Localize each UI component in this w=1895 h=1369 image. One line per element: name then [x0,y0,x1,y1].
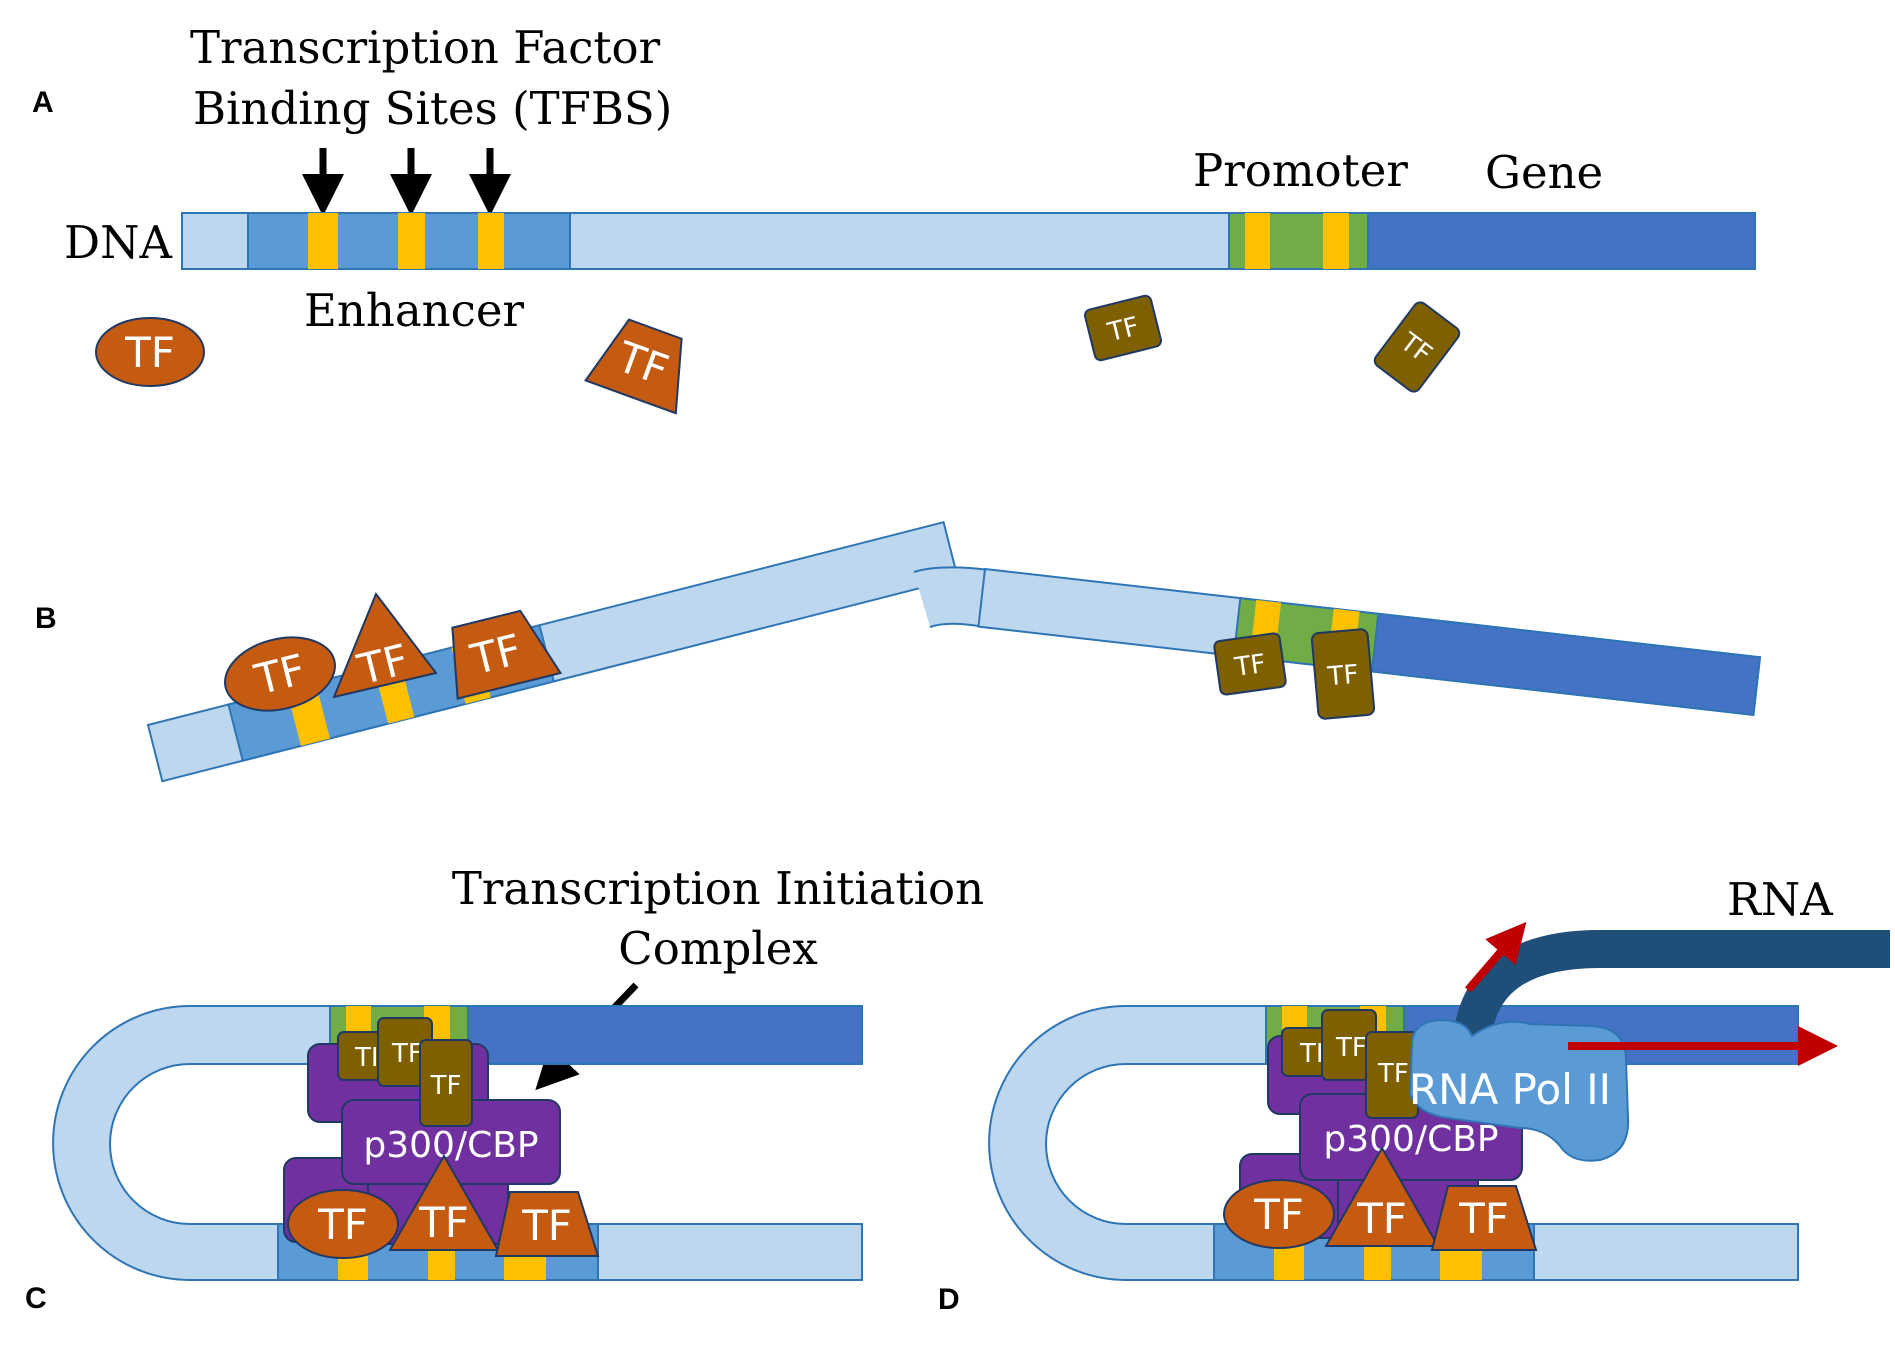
tf-label: TF [317,1200,368,1249]
tf-label: TF [1377,1059,1409,1089]
bound-tf-oval: TF [224,636,336,712]
tfbs-site [1323,213,1349,269]
free-tf-trapezoid: TF [584,318,683,415]
tf-oval-shape [1223,1179,1335,1249]
rna-transcript [1453,930,1890,1043]
tf-oval-shape [95,317,205,387]
tic-label-line2: Complex [618,922,817,975]
tf-oval-shape [287,1189,399,1259]
dna-label: DNA [64,216,172,269]
tf-trapezoid: TF [1430,1185,1538,1251]
tf-square-shape [1213,632,1287,696]
tfbs-site [1245,213,1270,269]
tf-oval-shape [224,636,336,712]
tf-square-shape [419,1039,473,1127]
coactivator-main-c: p300/CBP [341,1099,561,1185]
tfbs-site [308,213,338,269]
tf-label: TF [1253,1190,1304,1239]
bound-tf-square: TF [1213,632,1287,696]
panel-a: A Transcription Factor Binding Sites (TF… [32,21,1756,415]
gene-label: Gene [1485,146,1603,199]
tf-trapezoid-shape [451,609,563,700]
panel-c: C Transcription Initiation Complex p300/… [25,862,984,1315]
tf-label: TF [1104,312,1142,349]
panel-label-d: D [938,1283,960,1316]
tf-square-shape [1310,628,1376,720]
tf-triangle-shape [1324,1145,1440,1247]
tfbs-pointer-arrows [302,148,511,216]
gene-region [467,1005,863,1065]
tf-label: TF [352,635,413,695]
panel-label-b: B [35,602,57,635]
tf-trapezoid-shape [584,318,683,415]
tic-label-line1: Transcription Initiation [452,862,984,915]
tf-square-shape [1083,294,1163,362]
tf-label: TF [1232,649,1268,683]
tf-triangle-shape [332,591,438,699]
tf-label: TI [354,1043,379,1073]
rna-release-arrow [1464,921,1527,993]
rna-polymerase-label: RNA Pol II [1409,1065,1611,1114]
tf-square: TF [1321,1009,1377,1081]
tf-triangle: TF [1324,1145,1440,1247]
rna-polymerase-shape [1408,1018,1630,1162]
free-tf-square: TF [1083,294,1163,362]
tf-label: TF [430,1071,462,1101]
free-tf-oval: TF [95,317,205,387]
tfbs-site [398,213,425,269]
enhancer-label: Enhancer [304,284,524,337]
tfbs-label-line2: Binding Sites (TFBS) [193,82,672,135]
tf-square: TF [377,1017,433,1087]
promoter-label: Promoter [1193,144,1408,197]
tfbs-site [478,213,504,269]
gene-region [1367,212,1756,270]
panel-label-c: C [25,1282,47,1315]
bound-tf-triangle: TF [332,591,438,699]
dna-top-elements-c [329,1005,863,1065]
tf-square-shape [1373,301,1461,393]
tf-label: TF [521,1201,572,1250]
tf-label: TI [1299,1039,1324,1069]
bound-tf-square: TF [1310,628,1376,720]
coactivator-label: p300/CBP [363,1125,538,1166]
rna-label: RNA [1727,873,1833,926]
tf-label: TF [1326,660,1360,693]
tfbs-label-line1: Transcription Factor [190,21,661,74]
rna-polymerase: RNA Pol II [1408,1018,1630,1162]
tf-label: TF [1335,1033,1367,1063]
panel-b: B TF TF TF [35,520,1762,783]
panel-d: D RNA p300/CBP [938,873,1890,1316]
tf-trapezoid-shape [1430,1185,1538,1251]
bound-tf-trapezoid: TF [451,609,563,700]
tf-square: TF [419,1039,473,1127]
coactivator-label: p300/CBP [1323,1119,1498,1160]
dna-bend-edge [913,566,991,573]
tf-triangle: TF [388,1153,500,1251]
tf-triangle-shape [388,1153,500,1251]
tf-label: TF [1458,1194,1509,1243]
tf-label: TF [465,625,526,685]
dna-bend [914,567,990,628]
tf-label: TF [391,1039,423,1069]
panel-label-a: A [32,86,54,119]
free-tf-square: TF [1373,301,1461,393]
gene-region [1370,612,1762,717]
tf-oval: TF [287,1189,399,1259]
tf-label: TF [418,1198,469,1247]
tf-oval: TF [1223,1179,1335,1249]
tf-label: TF [1356,1194,1407,1243]
dna-strand-a [181,212,1756,270]
tf-label: TF [249,645,310,705]
tf-trapezoid-shape [494,1191,600,1257]
tf-trapezoid: TF [494,1191,600,1257]
tf-label: TF [124,328,175,377]
